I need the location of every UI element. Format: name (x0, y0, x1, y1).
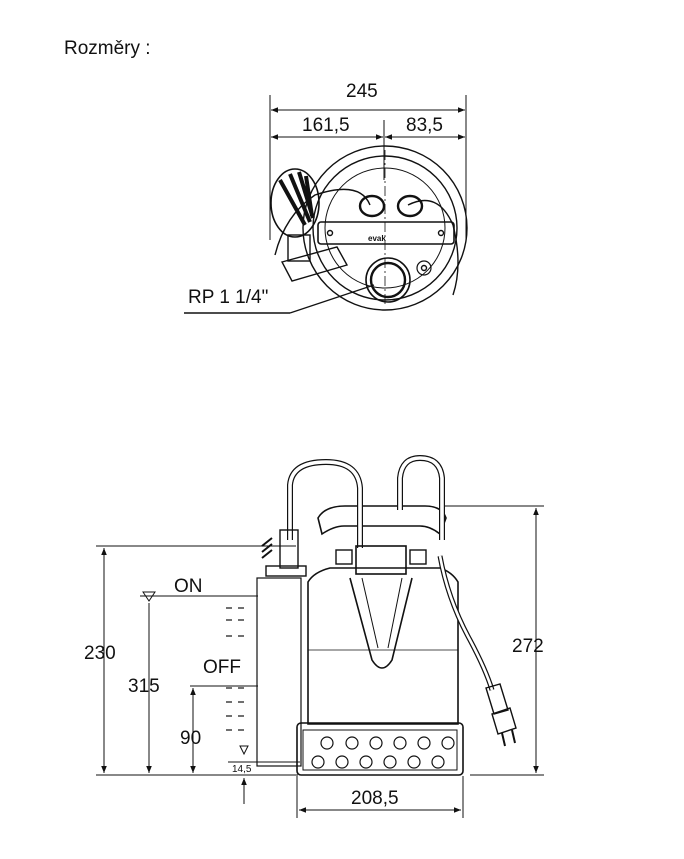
pump-base (296, 722, 464, 776)
thread-label: RP 1 1/4" (188, 287, 268, 308)
dim-total-width: 245 (346, 81, 378, 102)
dim-height-outlet: 230 (84, 643, 116, 664)
pump-body (261, 454, 459, 725)
handle-plate (317, 221, 455, 245)
outlet-circle (365, 257, 411, 303)
dim-height-total: 272 (512, 636, 544, 657)
dim-base-width: 208,5 (351, 788, 399, 809)
top-view: evak (184, 95, 468, 314)
level-on-label: ON (174, 576, 203, 597)
level-off-label: OFF (203, 657, 241, 678)
dim-range-off: 90 (180, 728, 201, 749)
top-dimension-lines (269, 95, 467, 240)
dim-right-width: 83,5 (406, 115, 443, 136)
dim-min-level: 14,5 (232, 764, 252, 775)
logo-label: evak (368, 234, 386, 243)
housing-outer-circle (302, 145, 468, 311)
side-view (96, 454, 544, 818)
dim-range-on: 315 (128, 676, 160, 697)
dim-left-width: 161,5 (302, 115, 350, 136)
base-holes (311, 736, 455, 769)
float-switch (270, 168, 349, 282)
page-title: Rozměry : (64, 38, 151, 59)
power-cable (437, 555, 517, 747)
